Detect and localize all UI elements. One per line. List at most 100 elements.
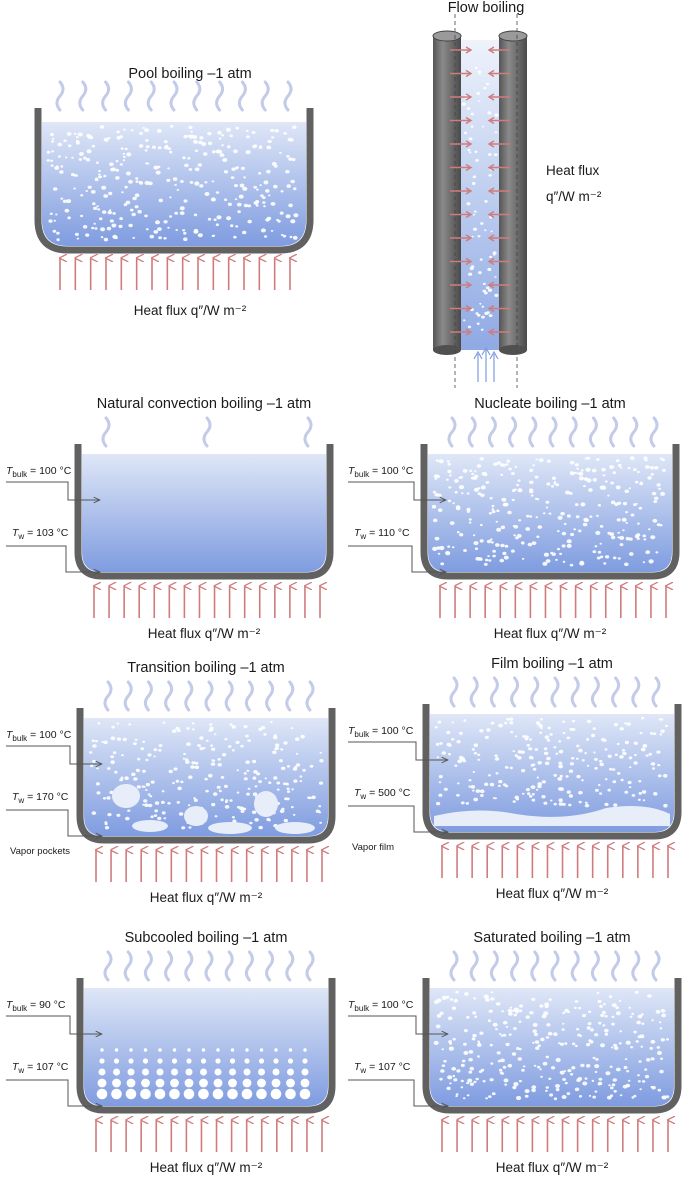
bubble [597,550,602,554]
bubble [545,500,550,504]
bubble [469,1066,475,1071]
bubble [565,490,570,495]
bubble [599,792,603,795]
bubble [545,559,551,563]
bubble [91,811,97,815]
bubble [112,1078,121,1088]
bubble [288,1048,293,1052]
bubble [470,785,476,789]
bubble [128,223,133,228]
bubble [285,214,291,219]
bubble [303,1048,307,1052]
flow-boiling-figure: Flow boiling Heat flux q″/W m⁻² [432,0,602,388]
steam-wisp [550,950,560,982]
bubble [571,1066,576,1070]
bubble [161,790,165,793]
bubble [494,153,498,157]
bubble [574,503,579,507]
bubble [531,997,536,1002]
bubble [607,788,611,792]
bubble [280,748,284,751]
bubble [580,469,584,472]
bubble [546,1023,551,1027]
wall-pointer [348,805,448,832]
bubble [530,785,536,789]
bubble [208,729,211,732]
bubble [56,238,60,242]
bubble [152,145,156,149]
bubble [633,1030,637,1034]
pan [74,444,334,580]
wall-temperature-label: Tw = 500 °C [354,787,411,801]
bubble [477,758,481,761]
bubble [432,546,438,552]
bubble [65,156,68,159]
bubble [92,202,96,206]
bubble [431,504,437,509]
bubble [578,1006,582,1010]
bubble [466,510,470,513]
bubble [539,1068,542,1071]
bubble [609,532,615,537]
bubble [107,210,113,215]
bubble [513,1007,519,1012]
bubble [532,763,536,766]
bubble [541,780,547,784]
panel-title: Subcooled boiling –1 atm [125,930,288,946]
bubble [557,515,563,520]
bubble [595,1058,599,1061]
bubble [290,806,294,809]
bubble [252,759,257,764]
bubble [439,1011,444,1015]
bubble [447,462,451,466]
bubble [479,457,484,461]
bubble [83,156,87,160]
flow-heat-flux-label-2: q″/W m⁻² [546,189,602,204]
bubble [212,1088,224,1100]
bubble [507,1008,513,1013]
bubble [217,130,222,135]
bubble [445,551,451,555]
bubble [302,768,306,772]
bubble [183,199,188,203]
pool-boiling-title: Pool boiling –1 atm [128,66,251,82]
bubble [113,1068,120,1076]
bubble [197,744,201,747]
bubble [167,167,170,170]
bubble [451,738,455,741]
bubble [645,754,649,757]
bubble [245,1048,249,1052]
bubble [650,762,656,766]
bubble [513,1013,518,1017]
bubble [145,782,150,787]
bubble [648,528,651,531]
bubble [125,816,130,821]
bubble [291,157,296,162]
bubble [311,795,316,800]
wall-temperature-label: Tw = 170 °C [12,791,69,805]
bubble [180,780,184,784]
bubble [476,464,482,468]
bubble [258,1068,265,1076]
bubble [535,458,538,461]
bubble [282,782,286,786]
bubble [473,1080,477,1084]
bubble [652,518,658,523]
bulk-pointer [6,745,102,764]
steam-wisp [651,676,661,708]
bubble [494,754,498,757]
bubble [625,1040,631,1045]
bubble [204,777,208,781]
bubble [539,1004,544,1008]
bubble [542,1061,548,1066]
bubble [619,543,624,547]
bubble [485,558,489,562]
bubble [612,471,616,475]
bulk-pointer [6,1015,102,1034]
bubble [547,726,551,730]
bubble [557,530,560,533]
bubble [495,1002,501,1006]
bubble [633,503,637,507]
bubble [224,198,228,201]
bubble [490,991,494,994]
